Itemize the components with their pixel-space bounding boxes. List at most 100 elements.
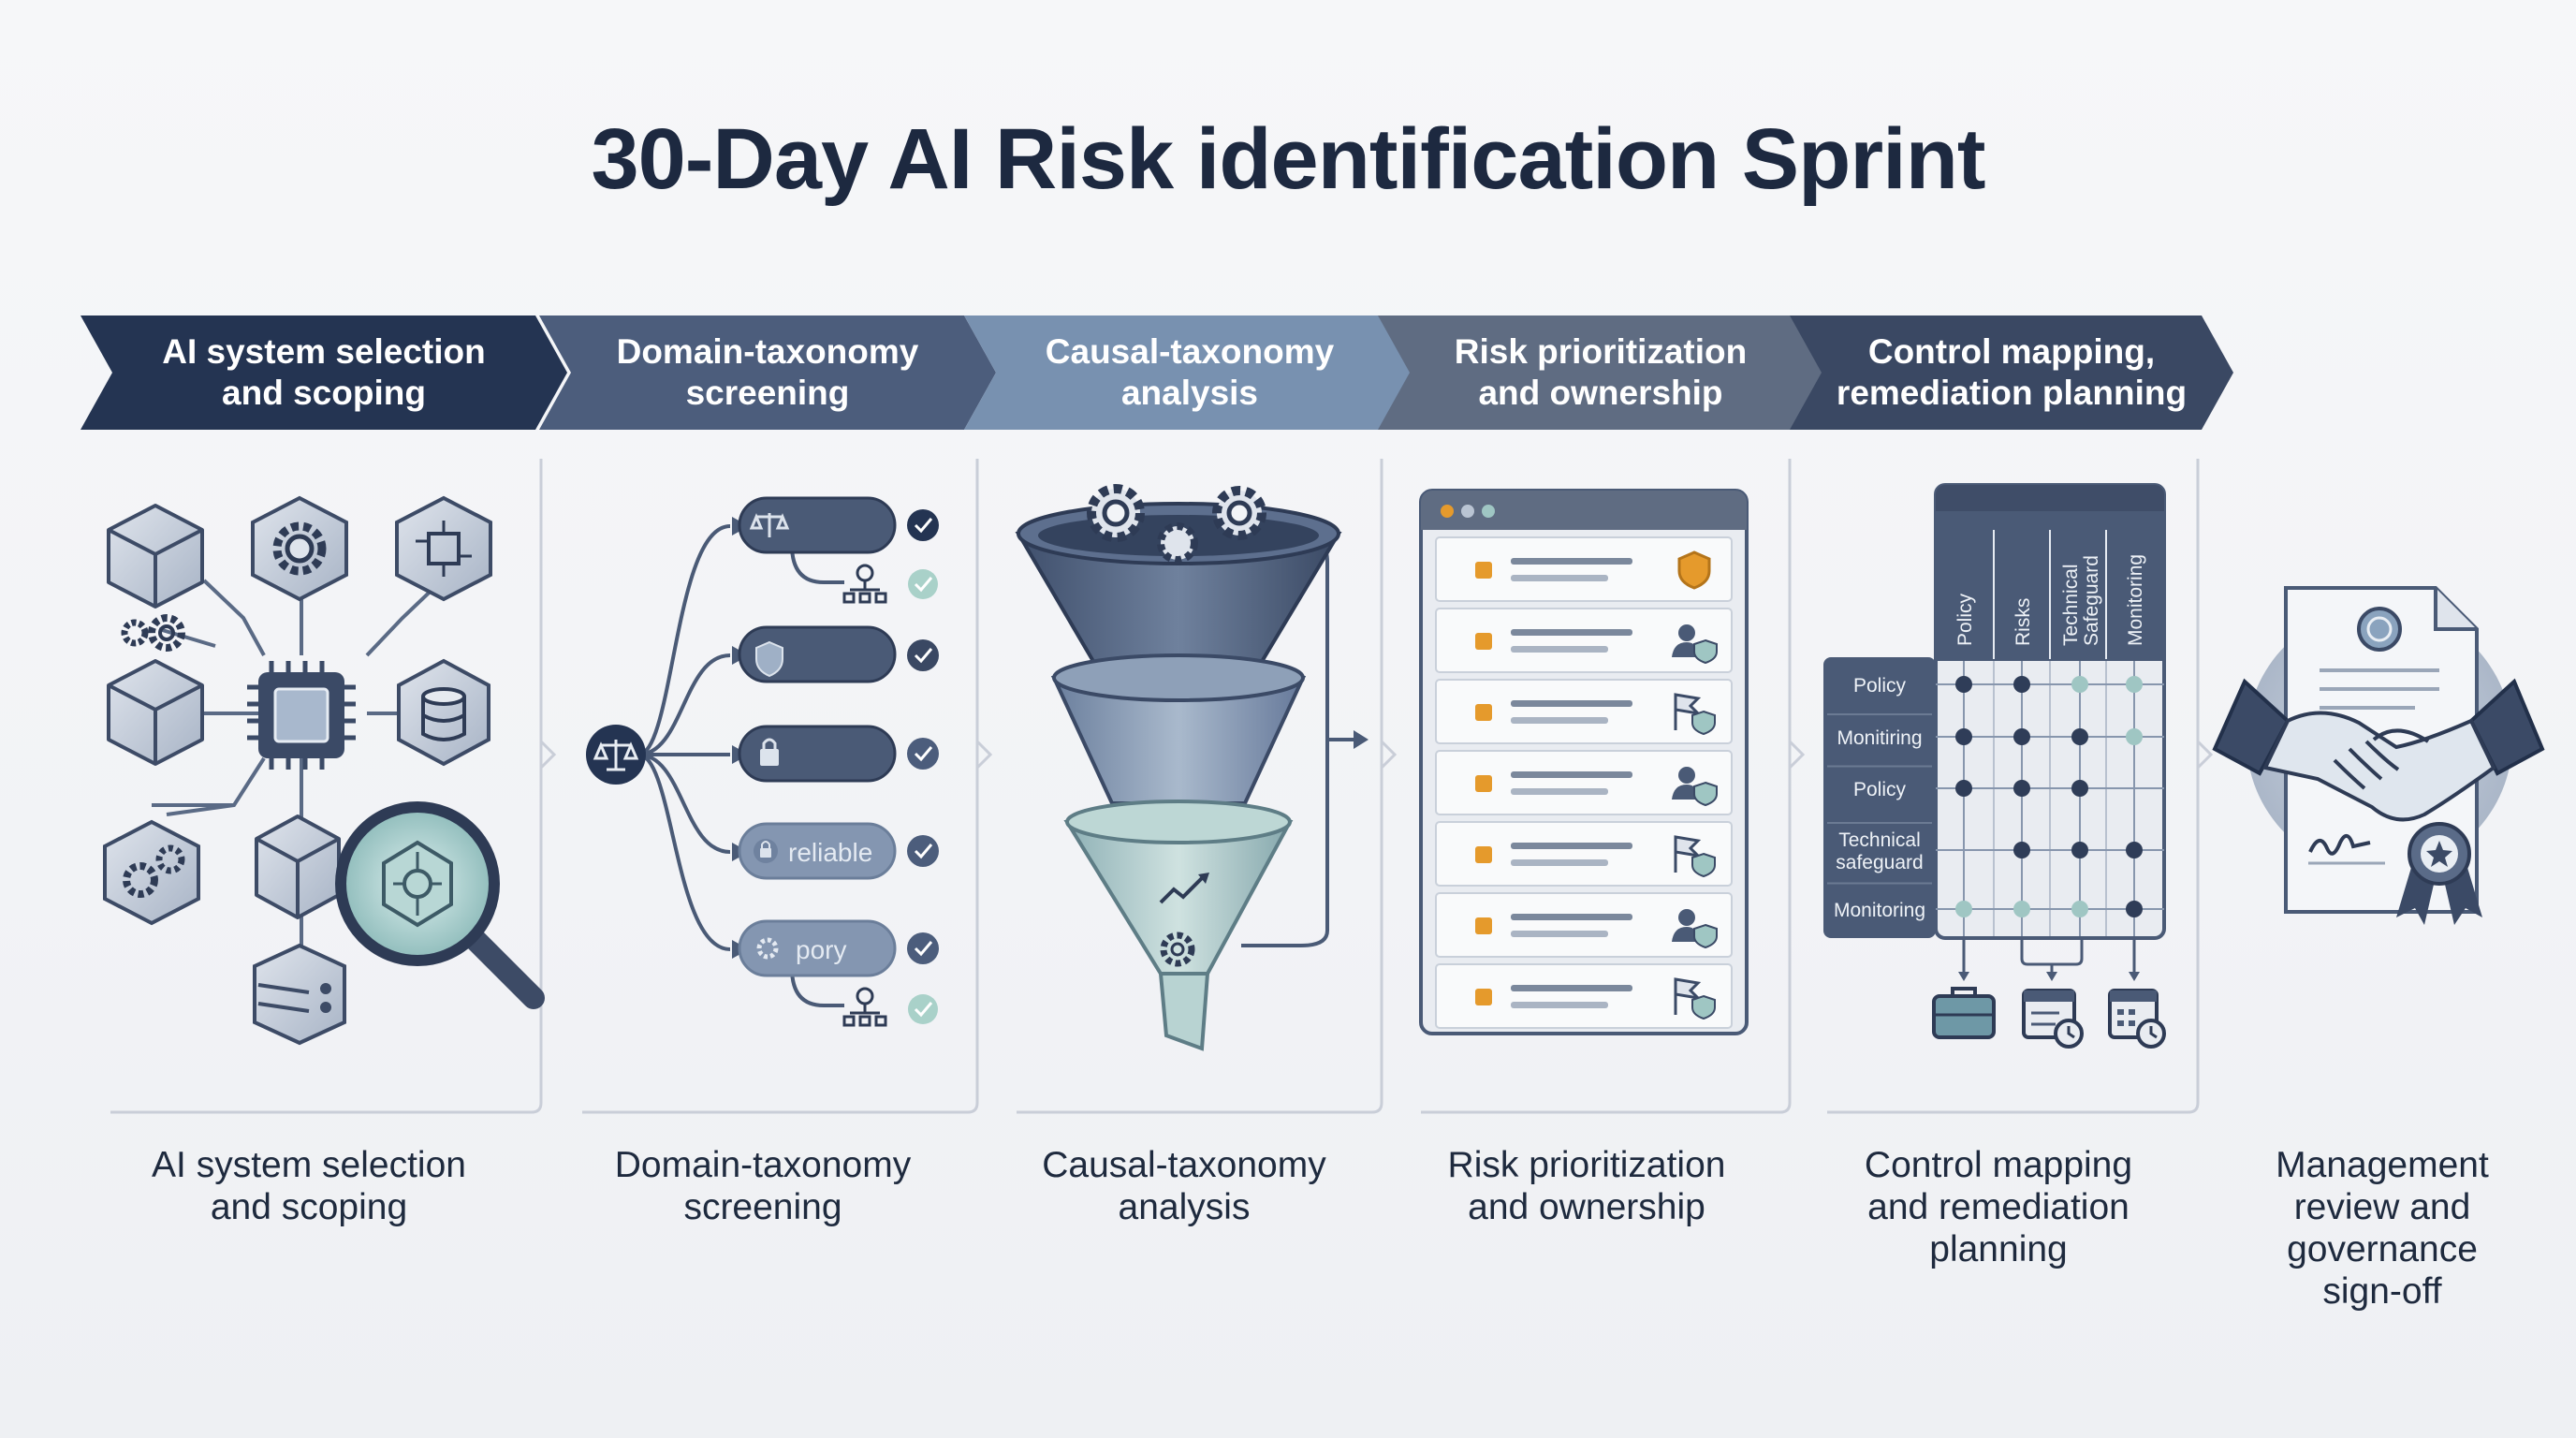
shield-icon bbox=[755, 640, 783, 678]
processor-chip-icon bbox=[247, 661, 356, 770]
check-icon bbox=[907, 639, 939, 671]
priority-marker bbox=[1475, 633, 1492, 650]
stage-chevron-4: Risk prioritization and ownership bbox=[1378, 315, 1823, 430]
seal-ribbon-icon bbox=[2396, 822, 2482, 925]
priority-marker bbox=[1475, 775, 1492, 792]
hierarchy-icon bbox=[842, 987, 887, 1027]
matrix-cell-dot bbox=[2013, 780, 2030, 797]
causal-funnel-illustration bbox=[1015, 484, 1368, 1051]
system-network-illustration bbox=[103, 495, 545, 1046]
caption-domain-screening: Domain-taxonomy screening bbox=[614, 1145, 912, 1227]
domain-screening-illustration: reliable pory bbox=[586, 496, 939, 1027]
page-title: 30-Day AI Risk identification Sprint bbox=[591, 111, 1985, 207]
stage-banner: AI system selection and scoping Domain-t… bbox=[0, 315, 2576, 430]
caption-prioritization: Risk prioritization and ownership bbox=[1447, 1145, 1726, 1227]
cube-icon bbox=[255, 814, 341, 919]
flag-shield-icon bbox=[1674, 693, 1716, 736]
priority-list-window bbox=[1419, 489, 1749, 1035]
caption-causal-analysis: Causal-taxonomy analysis bbox=[1042, 1145, 1326, 1227]
screening-pill bbox=[738, 496, 897, 554]
gear-cluster-icon bbox=[756, 937, 779, 960]
matrix-column-header: Monitoring bbox=[2125, 554, 2146, 646]
gear-hexagon-icon bbox=[251, 495, 348, 602]
priority-marker bbox=[1475, 989, 1492, 1005]
matrix-column-header: Technical bbox=[2060, 564, 2082, 646]
screening-pill bbox=[738, 725, 897, 783]
gear-icon bbox=[1087, 484, 1145, 542]
matrix-row-header: Policy bbox=[1853, 779, 1907, 800]
priority-marker bbox=[1475, 846, 1492, 863]
magnifier-icon bbox=[335, 801, 545, 1009]
screening-pill-label: reliable bbox=[788, 838, 872, 867]
check-icon bbox=[907, 738, 939, 770]
matrix-cell-dot bbox=[2071, 728, 2088, 745]
priority-marker bbox=[1475, 562, 1492, 579]
calendar-clock-icon bbox=[2022, 989, 2084, 1049]
flag-shield-icon bbox=[1674, 977, 1716, 1020]
window-max-dot bbox=[1482, 505, 1495, 518]
priority-row bbox=[1435, 963, 1733, 1029]
matrix-cell-dot bbox=[2071, 780, 2088, 797]
gear-icon bbox=[1160, 932, 1195, 967]
matrix-cell-dot bbox=[2071, 842, 2088, 858]
matrix-cell-dot bbox=[2013, 901, 2030, 917]
matrix-cell-dot bbox=[2126, 842, 2143, 858]
screening-pill-label: pory bbox=[796, 935, 846, 964]
matrix-cell-dot bbox=[1955, 901, 1972, 917]
screening-pill: pory bbox=[738, 919, 897, 977]
circuit-hexagon-icon bbox=[395, 495, 492, 602]
matrix-cell-dot bbox=[2126, 901, 2143, 917]
check-icon bbox=[907, 509, 939, 541]
matrix-cell-dot bbox=[2126, 676, 2143, 693]
priority-row bbox=[1435, 821, 1733, 887]
stage-label: Risk prioritization and ownership bbox=[1454, 332, 1748, 412]
server-icon bbox=[253, 943, 346, 1046]
priority-row bbox=[1435, 536, 1733, 602]
gear-icon bbox=[1157, 522, 1198, 564]
matrix-row-header: Technical bbox=[1838, 829, 1921, 851]
matrix-row-header: Policy bbox=[1853, 675, 1907, 697]
stage-chevron-1: AI system selection and scoping bbox=[80, 315, 567, 430]
window-close-dot bbox=[1441, 505, 1454, 518]
matrix-cell-dot bbox=[1955, 728, 1972, 745]
stage-label: Causal-taxonomy analysis bbox=[1045, 332, 1335, 412]
stage-label: Domain-taxonomy screening bbox=[616, 332, 919, 412]
matrix-cell-dot bbox=[1955, 676, 1972, 693]
check-icon bbox=[907, 835, 939, 867]
priority-row bbox=[1435, 679, 1733, 744]
briefcase-icon bbox=[1932, 987, 1996, 1039]
stage-chevron-2: Domain-taxonomy screening bbox=[539, 315, 996, 430]
matrix-cell-dot bbox=[2013, 728, 2030, 745]
priority-row bbox=[1435, 608, 1733, 673]
stage-label: AI system selection and scoping bbox=[162, 332, 486, 412]
lock-icon bbox=[754, 839, 778, 863]
matrix-cell-dot bbox=[2013, 842, 2030, 858]
person-shield-icon bbox=[1672, 624, 1718, 665]
person-shield-icon bbox=[1672, 767, 1718, 807]
window-min-dot bbox=[1461, 505, 1474, 518]
matrix-row-header: Monitoring bbox=[1834, 900, 1925, 921]
stage-label: Control mapping, remediation planning bbox=[1836, 332, 2188, 412]
matrix-column-header: Policy bbox=[1954, 593, 1976, 646]
calendar-clock-icon bbox=[2108, 989, 2166, 1049]
scale-icon bbox=[749, 513, 790, 537]
shield-icon bbox=[1677, 550, 1711, 590]
matrix-row-header: Monitiring bbox=[1837, 727, 1922, 749]
panel-frames bbox=[110, 459, 2214, 1114]
signature-icon bbox=[2308, 834, 2371, 856]
caption-selection: AI system selection and scoping bbox=[152, 1145, 466, 1227]
matrix-cell-dot bbox=[1955, 780, 1972, 797]
matrix-column-header: Risks bbox=[2012, 598, 2034, 646]
caption-governance: Management review and governance sign-of… bbox=[2276, 1145, 2489, 1312]
priority-marker bbox=[1475, 704, 1492, 721]
scale-node-icon bbox=[586, 725, 646, 785]
matrix-cell-dot bbox=[2071, 901, 2088, 917]
priority-marker bbox=[1475, 917, 1492, 934]
matrix-cell-dot bbox=[2013, 676, 2030, 693]
handshake-icon bbox=[2212, 678, 2545, 822]
cube-icon bbox=[107, 504, 204, 609]
caption-control-mapping: Control mapping and remediation planning bbox=[1864, 1145, 2133, 1269]
trend-icon bbox=[1159, 876, 1204, 904]
flag-shield-icon bbox=[1674, 835, 1716, 878]
